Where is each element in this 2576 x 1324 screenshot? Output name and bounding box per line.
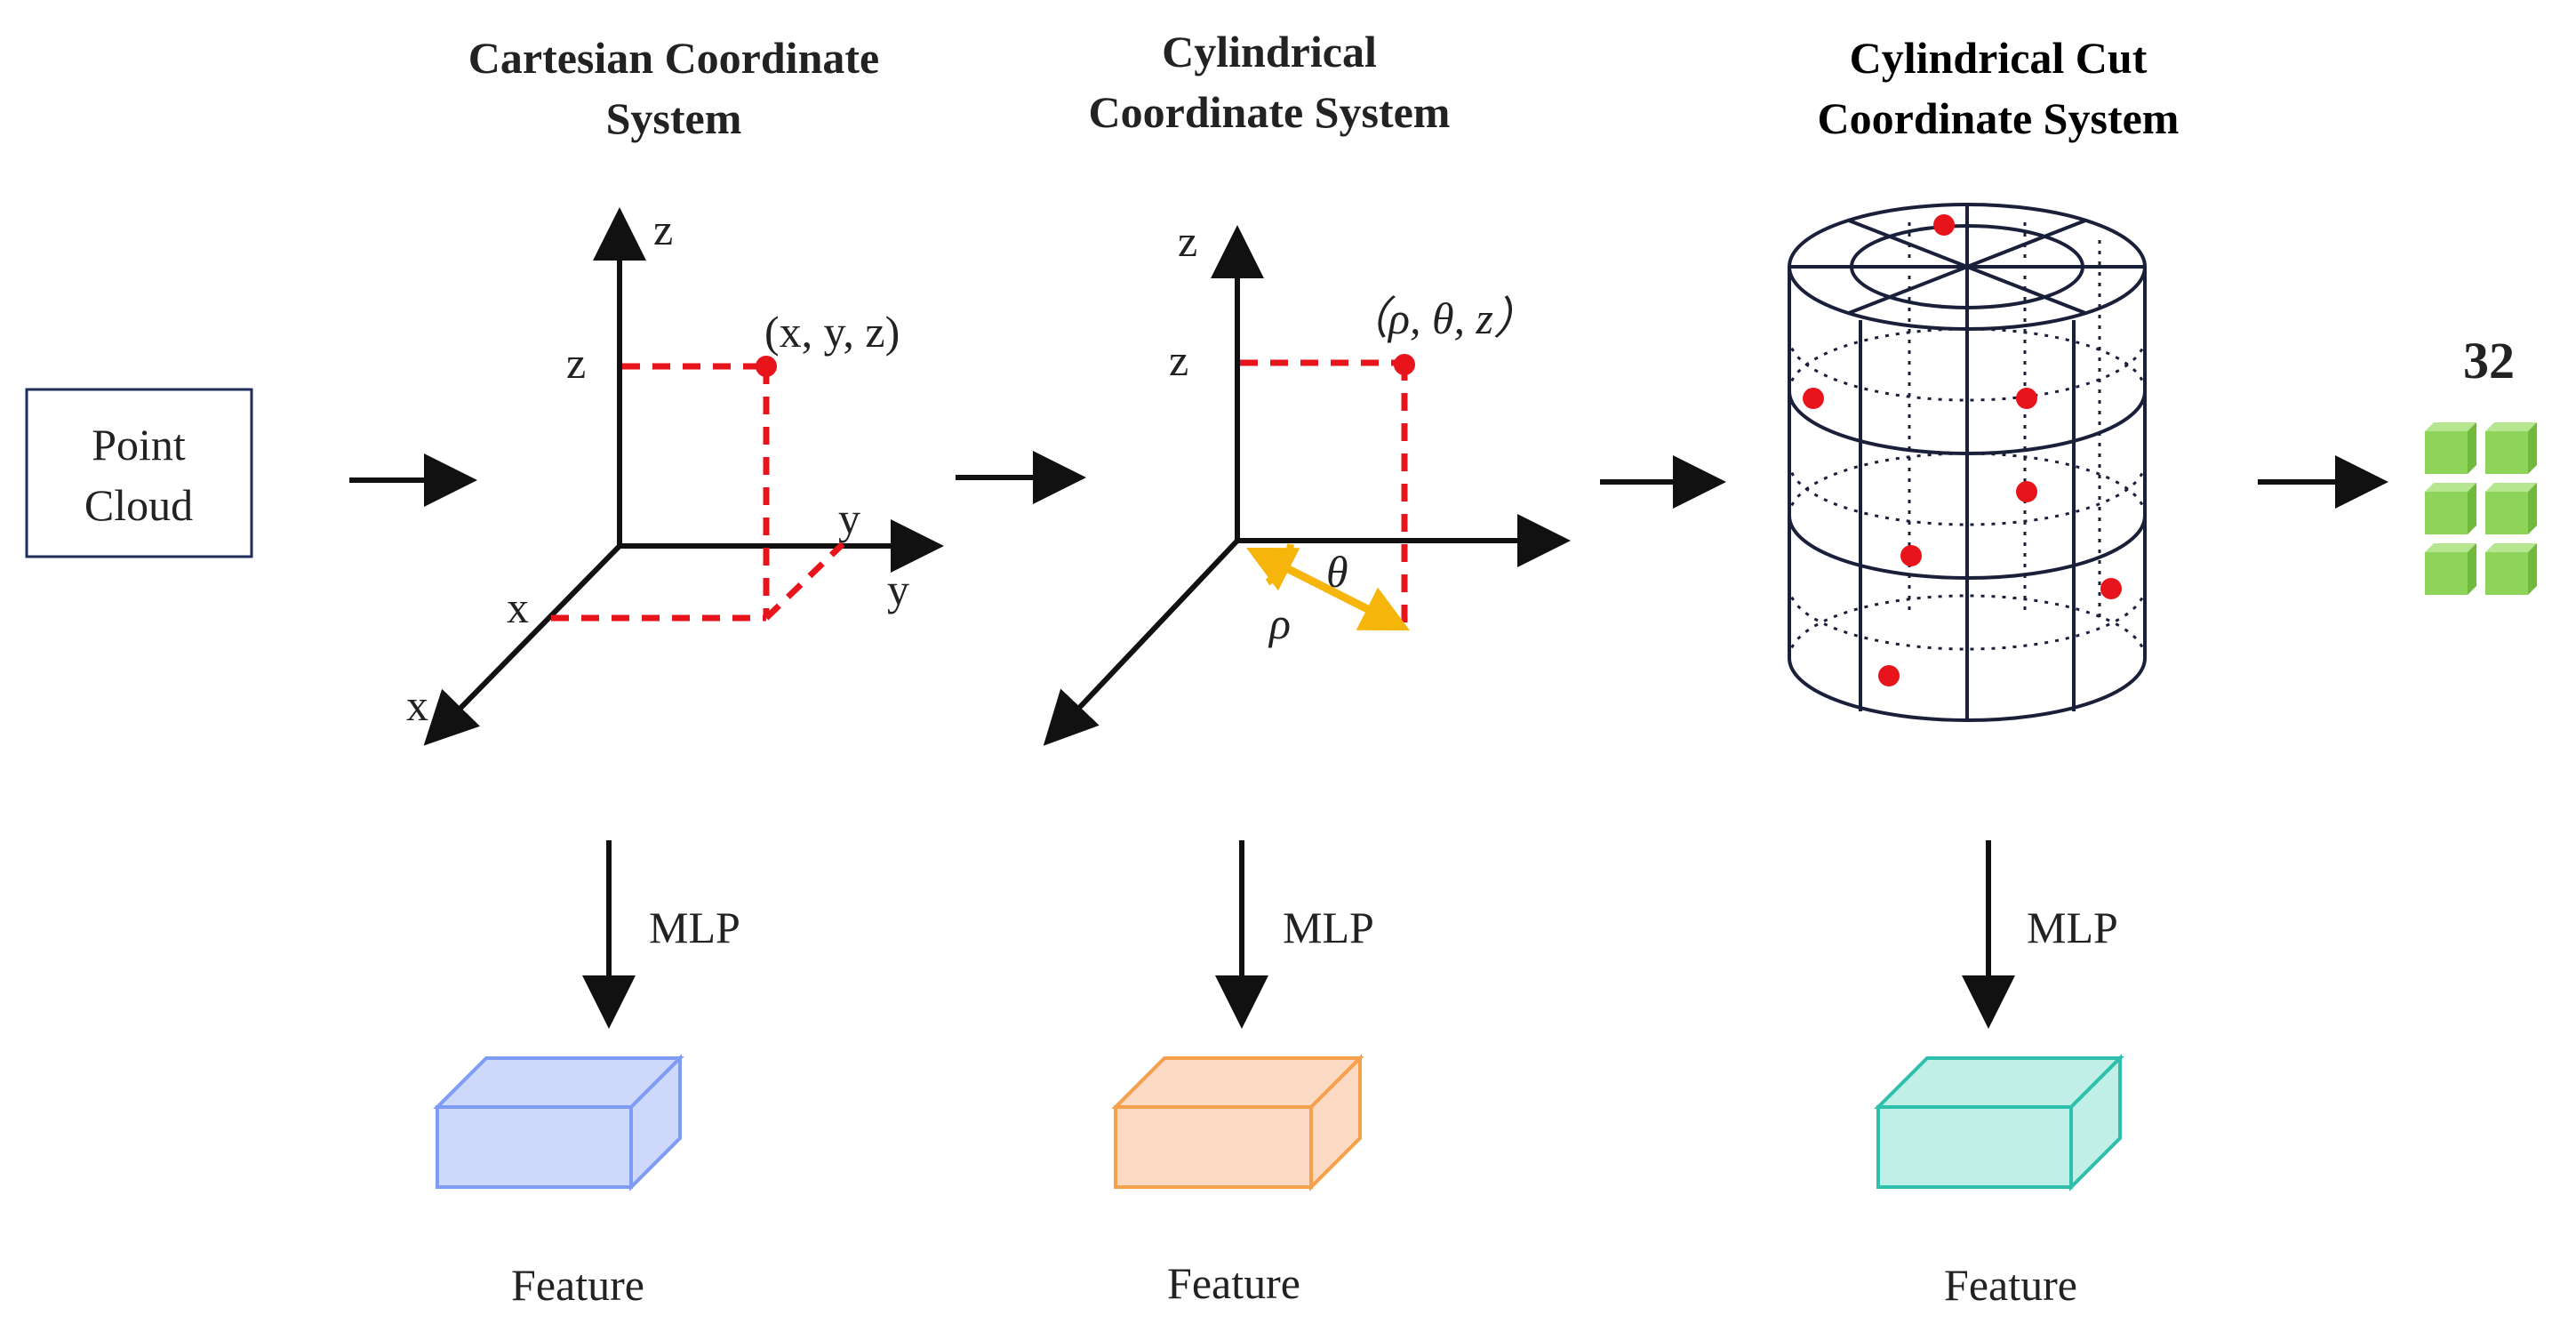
cartesian-title-line2: System bbox=[606, 93, 742, 143]
cartesian-point bbox=[756, 356, 777, 377]
cylindrical-feature-label: Feature bbox=[1167, 1258, 1300, 1308]
cylindrical-rho-arrow bbox=[1245, 547, 1411, 631]
cartesian-stage: Cartesian Coordinate System z y x z y x … bbox=[406, 33, 944, 1310]
cartesian-title-line1: Cartesian Coordinate bbox=[468, 33, 879, 83]
cylindrical-stage: Cylindrical Coordinate System z z （ρ, θ,… bbox=[1043, 27, 1571, 1308]
cylcut-feature-label: Feature bbox=[1944, 1260, 2077, 1310]
cylindrical-title-line2: Coordinate System bbox=[1089, 87, 1451, 137]
cartesian-axis-z-label: z bbox=[653, 205, 673, 254]
cylindrical-x-axis bbox=[1043, 538, 1240, 746]
output-cube bbox=[2425, 422, 2476, 474]
point-cloud-label-line1: Point bbox=[92, 420, 186, 469]
cartesian-tick-y: y bbox=[838, 493, 860, 543]
cartesian-tick-z: z bbox=[566, 338, 586, 388]
cylindrical-point-label: （ρ, θ, z） bbox=[1344, 293, 1538, 343]
output-cube bbox=[2425, 543, 2476, 595]
cylcut-feature-box bbox=[1874, 1054, 2124, 1192]
point-cloud-box: Point Cloud bbox=[25, 388, 253, 558]
cylindrical-theta-arc bbox=[1265, 543, 1294, 586]
cylinder-figure bbox=[1788, 203, 2147, 722]
cartesian-axis-x-label: x bbox=[406, 680, 428, 730]
cylindrical-theta-label: θ bbox=[1326, 547, 1348, 597]
cylindrical-feature-box bbox=[1111, 1054, 1364, 1192]
output-count-label: 32 bbox=[2463, 332, 2515, 389]
cartesian-mlp-label: MLP bbox=[649, 903, 740, 952]
cartesian-x-axis bbox=[423, 543, 622, 746]
cylcut-mlp-label: MLP bbox=[2027, 903, 2118, 952]
cartesian-axis-y-label: y bbox=[887, 565, 909, 614]
output-cube bbox=[2485, 483, 2537, 534]
cartesian-tick-x: x bbox=[507, 582, 529, 632]
cylindrical-mlp-label: MLP bbox=[1283, 903, 1374, 952]
cylcut-title-line1: Cylindrical Cut bbox=[1850, 33, 2148, 83]
cylindrical-axis-z-label: z bbox=[1178, 216, 1197, 266]
cartesian-point-label: (x, y, z) bbox=[764, 307, 900, 357]
cylinder-points bbox=[1803, 214, 2122, 686]
cylinder-hidden-lines bbox=[1788, 222, 2147, 659]
output-cube bbox=[2485, 422, 2537, 474]
cartesian-feature-label: Feature bbox=[511, 1260, 644, 1310]
cylindrical-tick-z: z bbox=[1169, 335, 1188, 385]
cylindrical-cut-stage: Cylindrical Cut Coordinate System bbox=[1788, 33, 2180, 1310]
cartesian-projection-lines bbox=[551, 363, 845, 622]
cylcut-title-line2: Coordinate System bbox=[1818, 93, 2180, 143]
output-block: 32 bbox=[2425, 332, 2537, 595]
cylindrical-title-line1: Cylindrical bbox=[1162, 27, 1377, 76]
cylindrical-point bbox=[1394, 354, 1415, 375]
output-cube bbox=[2485, 543, 2537, 595]
cartesian-feature-box bbox=[433, 1054, 684, 1192]
output-cube-grid bbox=[2425, 422, 2537, 595]
point-cloud-label-line2: Cloud bbox=[84, 480, 193, 530]
cylindrical-rho-label: ρ bbox=[1268, 598, 1291, 648]
output-cube bbox=[2425, 483, 2476, 534]
